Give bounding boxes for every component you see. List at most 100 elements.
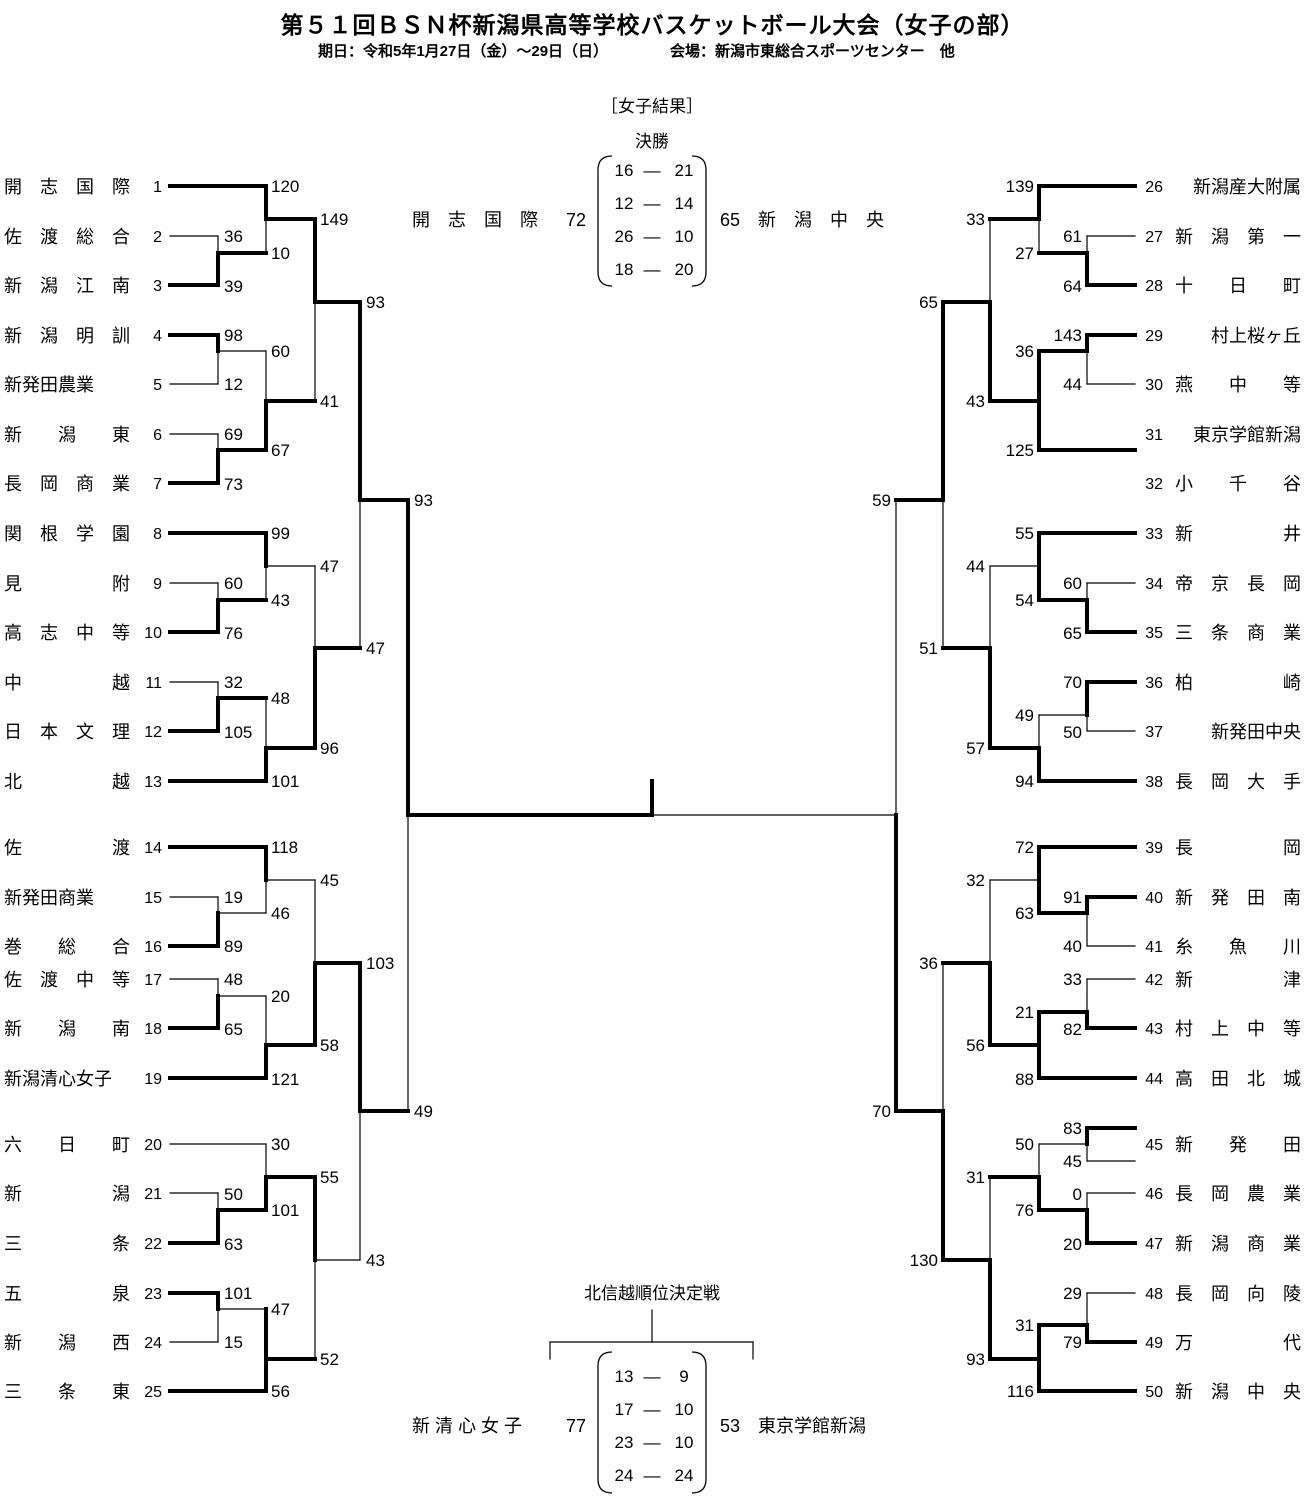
- team-name: 新 発 田: [1175, 1135, 1301, 1155]
- score-left: 65: [224, 1020, 243, 1039]
- team-name: 五 泉: [4, 1284, 130, 1304]
- score-right: 50: [1063, 723, 1082, 742]
- score-right: 27: [1015, 244, 1034, 263]
- score-left: 93: [366, 293, 385, 312]
- final-right-team: 新 潟 中 央: [758, 210, 884, 230]
- score-right: 33: [966, 210, 985, 229]
- score-left: 60: [224, 574, 243, 593]
- score-left: 50: [224, 1185, 243, 1204]
- team-name: 高 田 北 城: [1175, 1069, 1301, 1089]
- score-left: 89: [224, 937, 243, 956]
- team-name: 新 潟 商 業: [1175, 1234, 1301, 1254]
- score-left: 10: [271, 244, 290, 263]
- team-name: 長 岡 向 陵: [1175, 1284, 1301, 1304]
- team-name: 新発田中央: [1211, 722, 1301, 742]
- score-right: 61: [1063, 227, 1082, 246]
- team-seed: 24: [144, 1335, 162, 1352]
- score-right: 70: [872, 1102, 891, 1121]
- placement-quarter-left: 24: [615, 1466, 634, 1485]
- team-seed: 46: [1145, 1186, 1163, 1203]
- score-right: 29: [1063, 1284, 1082, 1303]
- placement-quarter-dash: —: [644, 1400, 661, 1419]
- score-left: 15: [224, 1333, 243, 1352]
- score-right: 21: [1015, 1003, 1034, 1022]
- final-right-brace: [691, 155, 707, 287]
- team-name: 新 発 田 南: [1175, 888, 1301, 908]
- final-left-score: 72: [566, 210, 586, 230]
- score-right: 51: [919, 639, 938, 658]
- placement-left-brace: [597, 1351, 613, 1494]
- team-seed: 39: [1145, 840, 1163, 857]
- team-seed: 6: [153, 427, 162, 444]
- score-right: 36: [1015, 342, 1034, 361]
- team-name: 新発田商業: [4, 888, 94, 908]
- team-seed: 7: [153, 476, 162, 493]
- team-seed: 14: [144, 840, 162, 857]
- score-right: 125: [1006, 441, 1034, 460]
- final-quarter-left: 12: [615, 194, 634, 213]
- team-seed: 27: [1145, 229, 1163, 246]
- final-quarter-right: 10: [675, 227, 694, 246]
- score-left: 149: [320, 210, 348, 229]
- placement-quarter-dash: —: [644, 1466, 661, 1485]
- placement-quarter-right: 9: [679, 1367, 688, 1386]
- score-right: 139: [1006, 177, 1034, 196]
- score-left: 48: [224, 970, 243, 989]
- team-seed: 35: [1145, 625, 1163, 642]
- score-left: 101: [271, 1201, 299, 1220]
- final-left-brace: [597, 155, 613, 287]
- team-name: 新 潟 中 央: [1175, 1382, 1301, 1402]
- score-right: 76: [1015, 1201, 1034, 1220]
- score-left: 101: [271, 772, 299, 791]
- results-heading: ［女子結果］: [601, 97, 703, 116]
- team-seed: 49: [1145, 1335, 1163, 1352]
- score-left: 48: [271, 689, 290, 708]
- placement-quarter-left: 17: [615, 1400, 634, 1419]
- tournament-title: 第５１回ＢＳＮ杯新潟県高等学校バスケットボール大会（女子の部）: [280, 12, 1025, 38]
- score-right: 20: [1063, 1235, 1082, 1254]
- team-name: 三 条: [4, 1234, 130, 1254]
- score-right: 70: [1063, 673, 1082, 692]
- score-right: 116: [1007, 1382, 1034, 1401]
- score-right: 88: [1015, 1070, 1034, 1089]
- team-seed: 2: [153, 229, 162, 246]
- score-left: 120: [271, 177, 299, 196]
- final-quarter-dash: —: [644, 161, 661, 180]
- placement-left-team: 新 清 心 女 子: [412, 1416, 522, 1436]
- team-seed: 47: [1145, 1236, 1163, 1253]
- score-right: 64: [1063, 277, 1082, 296]
- team-seed: 43: [1145, 1021, 1163, 1038]
- team-name: 中 越: [4, 673, 130, 693]
- score-left: 43: [271, 591, 290, 610]
- final-quarter-right: 21: [675, 161, 694, 180]
- team-seed: 18: [144, 1021, 162, 1038]
- team-seed: 45: [1145, 1137, 1163, 1154]
- final-label: 決勝: [635, 132, 669, 151]
- team-name: 十 日 町: [1175, 276, 1301, 296]
- venue-text: 会場：新潟市東総合スポーツセンター 他: [670, 43, 955, 60]
- score-right: 31: [1015, 1316, 1034, 1335]
- team-seed: 15: [144, 890, 162, 907]
- score-left: 121: [271, 1070, 299, 1089]
- team-name: 関 根 学 園: [4, 524, 130, 544]
- team-seed: 50: [1145, 1384, 1163, 1401]
- team-name: 新 潟 西: [4, 1333, 130, 1353]
- team-seed: 26: [1145, 179, 1163, 196]
- score-left: 103: [366, 954, 394, 973]
- team-seed: 40: [1145, 890, 1163, 907]
- score-left: 118: [271, 838, 298, 857]
- score-left: 39: [224, 277, 243, 296]
- team-seed: 1: [153, 179, 162, 196]
- final-quarter-dash: —: [644, 194, 661, 213]
- score-left: 43: [366, 1251, 385, 1270]
- placement-quarter-right: 10: [675, 1400, 694, 1419]
- score-left: 105: [224, 723, 252, 742]
- score-right: 57: [966, 739, 985, 758]
- team-name: 村上桜ヶ丘: [1211, 326, 1301, 346]
- team-seed: 32: [1145, 476, 1163, 493]
- score-right: 36: [919, 954, 938, 973]
- team-seed: 23: [144, 1286, 162, 1303]
- final-quarter-left: 18: [615, 260, 634, 279]
- score-right: 93: [966, 1350, 985, 1369]
